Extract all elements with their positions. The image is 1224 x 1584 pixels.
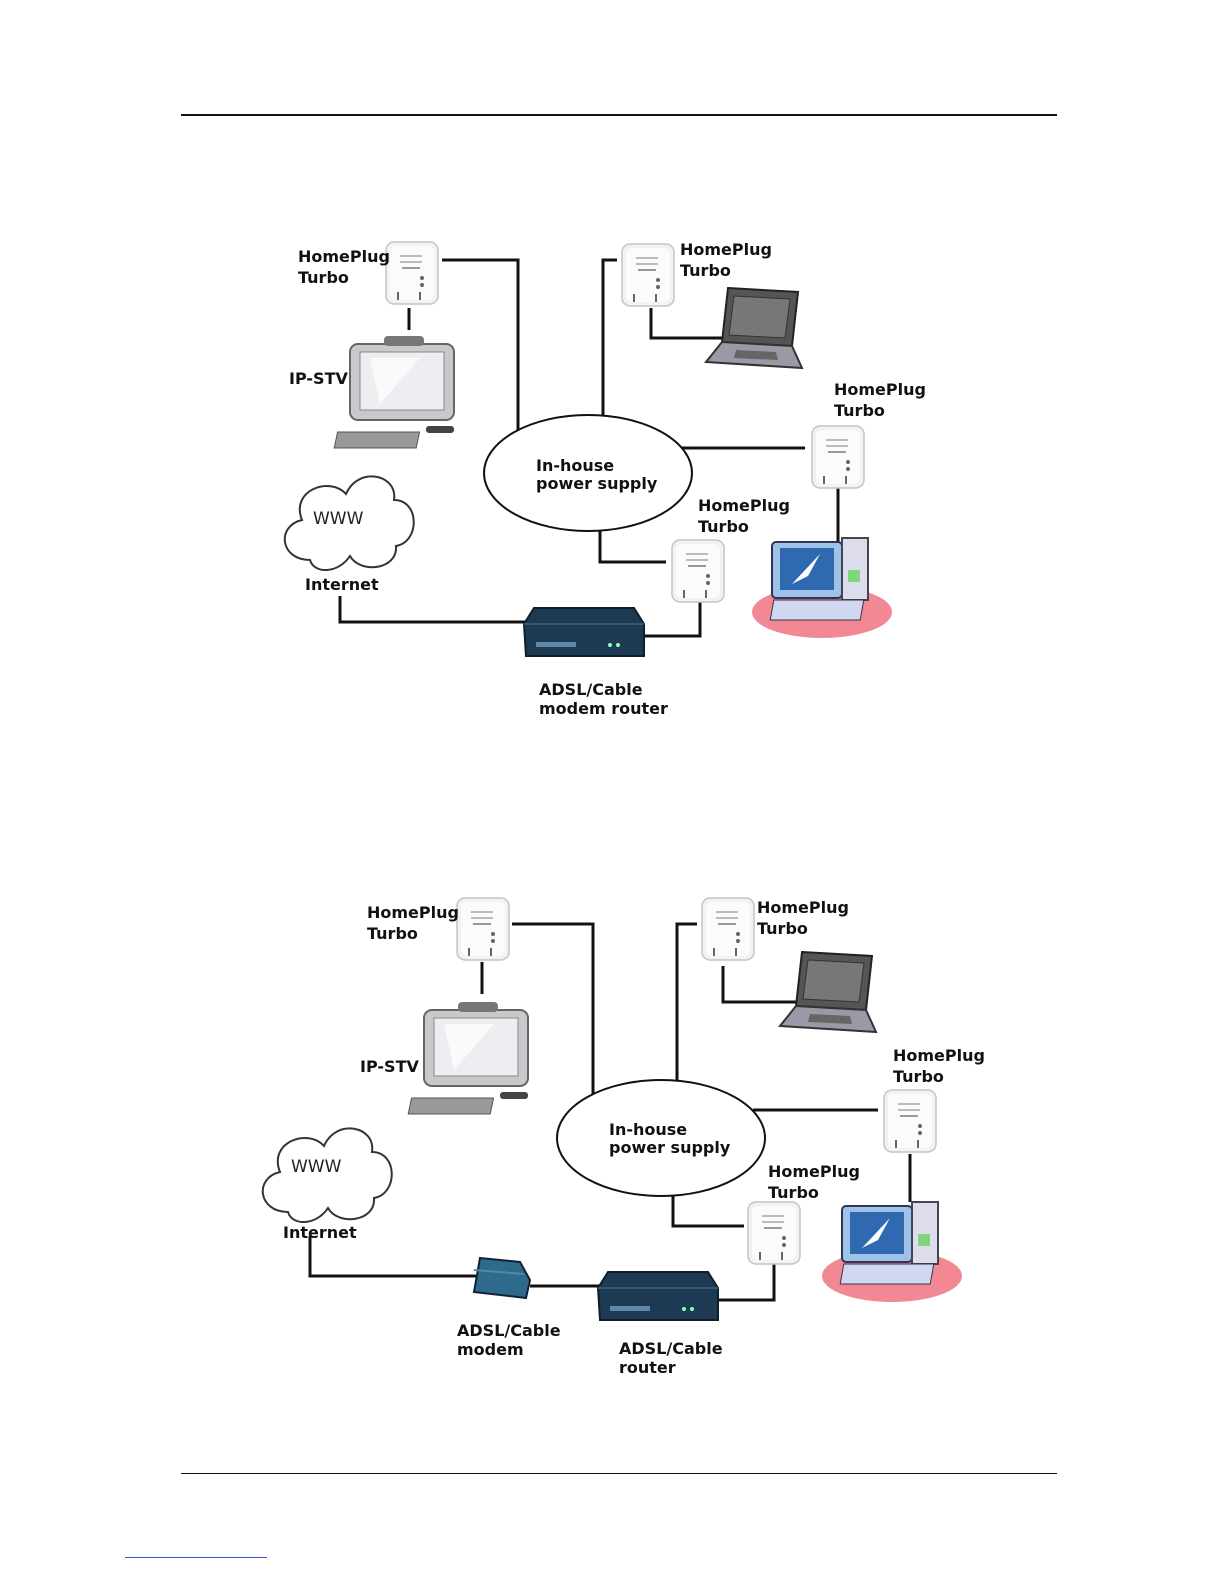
homeplug-label-2: Turbo	[757, 919, 808, 938]
modem-label-2: modem	[457, 1340, 524, 1359]
power-supply-label-1: In-house	[536, 456, 614, 475]
www-label: WWW	[313, 509, 364, 529]
ip-stv-label: IP-STV	[360, 1057, 419, 1076]
router-label-2: router	[619, 1358, 676, 1377]
homeplug-label-1: HomePlug	[367, 903, 459, 922]
homeplug-label-1: HomePlug	[834, 380, 926, 399]
laptop-icon	[780, 952, 876, 1032]
router-icon	[598, 1272, 718, 1320]
ip-stv-icon	[334, 336, 454, 448]
wire-laptop	[723, 966, 798, 1002]
wire-router	[640, 600, 700, 636]
homeplug-adapter-icon	[812, 426, 864, 488]
homeplug-label-1: HomePlug	[768, 1162, 860, 1181]
laptop-icon	[706, 288, 802, 368]
homeplug-label-2: Turbo	[680, 261, 731, 280]
power-supply-label-2: power supply	[609, 1138, 731, 1157]
homeplug-adapter-icon	[702, 898, 754, 960]
www-label: WWW	[291, 1157, 342, 1177]
wire-internet	[340, 596, 526, 622]
homeplug-label-1: HomePlug	[893, 1046, 985, 1065]
footer-rule	[181, 1473, 1057, 1474]
modem-label-1: ADSL/Cable	[457, 1321, 561, 1340]
homeplug-label-2: Turbo	[698, 517, 749, 536]
header-rule	[181, 114, 1057, 116]
homeplug-label-2: Turbo	[367, 924, 418, 943]
ip-stv-label: IP-STV	[289, 369, 348, 388]
power-supply-label-2: power supply	[536, 474, 658, 493]
wire-internet	[310, 1236, 476, 1276]
wire-router	[716, 1262, 774, 1300]
homeplug-label-2: Turbo	[298, 268, 349, 287]
wire-hp-c	[600, 530, 666, 562]
router-label-2: modem router	[539, 699, 668, 718]
homeplug-adapter-icon	[884, 1090, 936, 1152]
ip-stv-icon	[408, 1002, 528, 1114]
homeplug-label-2: Turbo	[893, 1067, 944, 1086]
network-diagram-2: In-house power supply HomePlug Turbo Hom…	[0, 890, 1224, 1390]
homeplug-label-2: Turbo	[834, 401, 885, 420]
homeplug-label-1: HomePlug	[757, 898, 849, 917]
homeplug-adapter-icon	[622, 244, 674, 306]
modem-icon	[474, 1258, 530, 1298]
footnote-link-line	[125, 1557, 267, 1558]
homeplug-adapter-icon	[386, 242, 438, 304]
homeplug-label-2: Turbo	[768, 1183, 819, 1202]
wire-hp-tr	[677, 924, 697, 1080]
router-label-1: ADSL/Cable	[539, 680, 643, 699]
router-label-1: ADSL/Cable	[619, 1339, 723, 1358]
desktop-pc-icon	[822, 1202, 962, 1302]
desktop-pc-icon	[752, 538, 892, 638]
wire-hp-tr	[603, 260, 617, 418]
homeplug-label-1: HomePlug	[298, 247, 390, 266]
internet-label: Internet	[305, 575, 379, 594]
power-supply-label-1: In-house	[609, 1120, 687, 1139]
homeplug-adapter-icon	[457, 898, 509, 960]
modem-router-icon	[524, 608, 644, 656]
homeplug-adapter-icon	[748, 1202, 800, 1264]
homeplug-label-1: HomePlug	[698, 496, 790, 515]
homeplug-adapter-icon	[672, 540, 724, 602]
wire-laptop	[651, 308, 724, 338]
wire-hp-c	[673, 1194, 744, 1226]
homeplug-label-1: HomePlug	[680, 240, 772, 259]
network-diagram-1: In-house power supply HomePlug Turbo Hom…	[0, 230, 1224, 730]
internet-label: Internet	[283, 1223, 357, 1242]
